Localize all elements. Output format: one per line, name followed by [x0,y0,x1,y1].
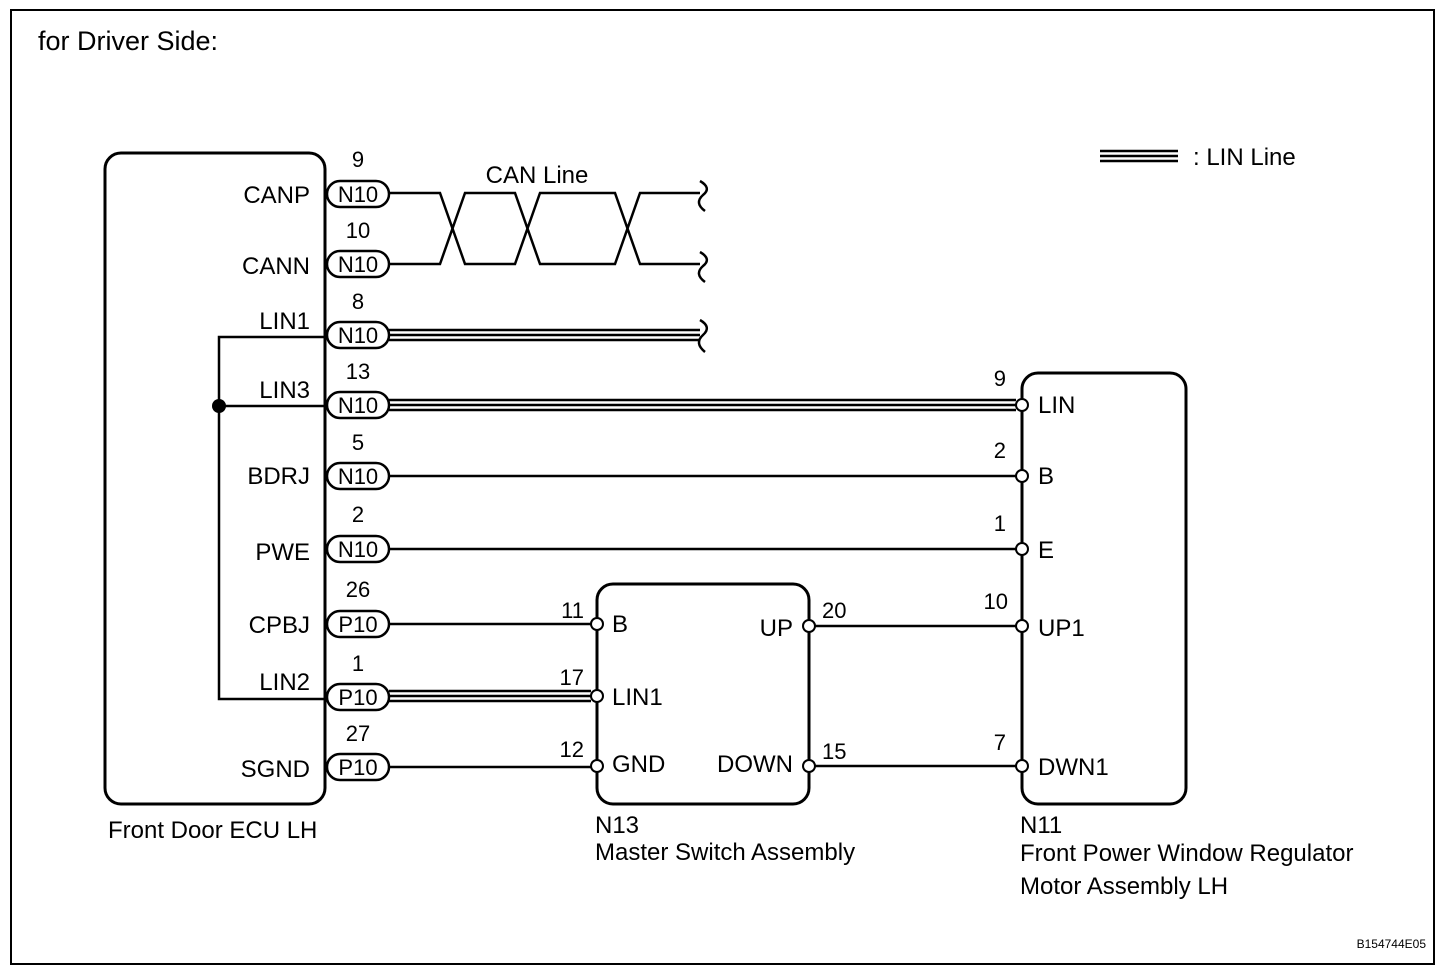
ecu-pin-label-lin3: LIN3 [259,377,310,404]
lin-legend-label: : LIN Line [1193,144,1296,171]
diagram-title: for Driver Side: [38,26,218,56]
terminal [1015,619,1029,633]
terminal [802,759,816,773]
master-pin-label-b: B [612,611,628,638]
master-pin-label-up: UP [760,615,793,642]
lin-line-legend: : LIN Line [1100,144,1296,171]
regulator-pin-number-lin: 9 [994,366,1006,391]
regulator-pin-number-dwn1: 7 [994,730,1006,755]
connector-bdrj: N10 [325,461,391,491]
connector-lin3: N10 [325,390,391,420]
can-twisted-pair: CAN Line [389,162,709,284]
terminal [1015,542,1029,556]
ecu-pin-label-canp: CANP [243,182,310,209]
front-door-ecu-label: Front Door ECU LH [108,817,317,844]
splice-point [212,399,226,413]
regulator-label-line1: Front Power Window Regulator [1020,840,1353,867]
pin-number-lin2: 1 [352,651,364,676]
master-switch-label: Master Switch Assembly [595,839,855,866]
ecu-pin-label-lin2: LIN2 [259,669,310,696]
regulator-pin-label-e: E [1038,537,1054,564]
regulator-pin-label-b: B [1038,463,1054,490]
regulator-pin-label-lin: LIN [1038,392,1075,419]
lin2-wire [389,689,591,703]
regulator-pin-number-b: 2 [994,438,1006,463]
pin-number-cann: 10 [346,218,370,243]
pin-number-sgnd: 27 [346,721,370,746]
lin-splice-wire [217,335,325,701]
terminal [1015,469,1029,483]
master-pin-number-gnd: 12 [560,737,584,762]
connector-id: N10 [338,323,378,348]
connector-canp: N10 [325,179,391,209]
wire-break-mark [697,318,709,353]
regulator-pin-label-up1: UP1 [1038,615,1085,642]
regulator-label-line2: Motor Assembly LH [1020,873,1228,900]
connector-cann: N10 [325,249,391,279]
connector-lin1: N10 [325,320,391,350]
regulator-id: N11 [1020,812,1062,839]
lin1-wire [389,318,709,353]
connector-id: P10 [338,612,377,637]
connector-id: N10 [338,252,378,277]
connector-id: N10 [338,393,378,418]
cann-wire [389,191,700,266]
wire-break-mark [697,179,709,213]
diagram-code: B154744E05 [1357,937,1427,951]
ecu-pin-label-pwe: PWE [255,539,310,566]
master-pin-number-up: 20 [822,598,846,623]
regulator-pin-label-dwn1: DWN1 [1038,754,1109,781]
master-pin-number-down: 15 [822,739,846,764]
ecu-pin-label-bdrj: BDRJ [247,463,310,490]
master-pin-label-lin1: LIN1 [612,684,663,711]
master-pin-number-b: 11 [561,598,584,623]
master-pin-number-lin1: 17 [560,665,584,690]
ecu-lin-splice [212,335,325,701]
pin-number-canp: 9 [352,147,364,172]
ecu-pin-label-cann: CANN [242,253,310,280]
connector-id: N10 [338,537,378,562]
pin-number-bdrj: 5 [352,430,364,455]
wire-break-mark [697,250,709,284]
pin-number-lin3: 13 [346,359,370,384]
regulator-pin-number-up1: 10 [984,589,1008,614]
ecu-pin-label-sgnd: SGND [241,756,310,783]
master-pin-label-down: DOWN [717,751,793,778]
pin-number-cpbj: 26 [346,577,370,602]
canp-wire [389,191,700,266]
terminal [590,617,604,631]
diagram-frame [10,9,1435,965]
terminal [1015,759,1029,773]
connector-sgnd: P10 [325,752,391,782]
pin-number-pwe: 2 [352,502,364,527]
master-pin-label-gnd: GND [612,751,665,778]
terminal [590,689,604,703]
terminal [802,619,816,633]
connector-pwe: N10 [325,534,391,564]
connector-lin2: P10 [325,682,391,712]
can-line-label: CAN Line [486,162,589,189]
connector-id: N10 [338,464,378,489]
connector-id: P10 [338,685,377,710]
connector-id: N10 [338,182,378,207]
regulator-pin-number-e: 1 [994,511,1006,536]
terminal [1015,398,1029,412]
connector-cpbj: P10 [325,609,391,639]
ecu-pin-label-lin1: LIN1 [259,308,310,335]
front-door-ecu-box [103,151,327,806]
lin3-wire [389,398,1016,412]
pin-number-lin1: 8 [352,289,364,314]
connector-id: P10 [338,755,377,780]
master-switch-id: N13 [595,812,639,839]
regulator-motor-box [1020,371,1188,806]
ecu-pin-label-cpbj: CPBJ [249,612,310,639]
terminal [590,759,604,773]
